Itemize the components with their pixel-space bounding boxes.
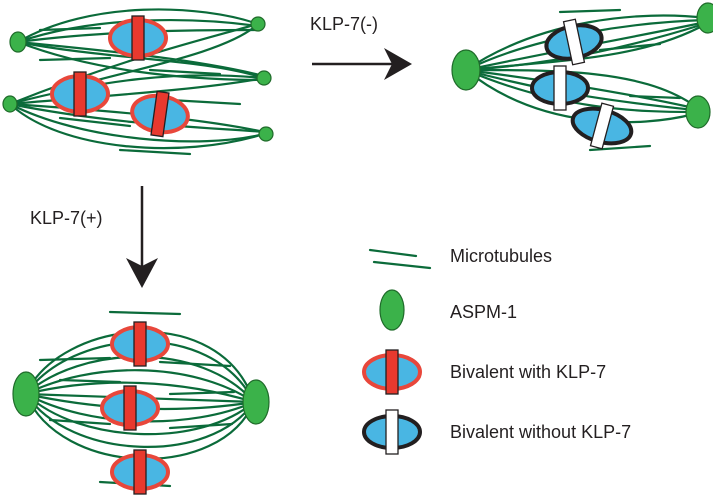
initial-spindle <box>2 8 274 156</box>
arrow-minus-label: KLP-7(-) <box>310 14 378 34</box>
aspm1-pole <box>12 371 40 417</box>
bivalent-without-klp7 <box>544 18 604 66</box>
aspm1-pole <box>685 95 711 129</box>
bivalent-with-klp7 <box>108 15 168 61</box>
legend-bivalent-with-label: Bivalent with KLP-7 <box>450 362 606 382</box>
bivalent-with-klp7 <box>110 321 170 367</box>
legend-aspm1-icon <box>379 289 405 331</box>
legend-aspm1-label: ASPM-1 <box>450 302 517 322</box>
aspm1-pole <box>9 31 27 53</box>
aspm1-pole <box>250 16 266 32</box>
aspm1-pole <box>696 2 713 34</box>
aspm1-pole <box>242 379 270 425</box>
klp7-plus-spindle <box>12 310 270 495</box>
bivalent-with-klp7 <box>130 90 190 138</box>
bivalent-without-klp7 <box>570 102 634 150</box>
arrow-down <box>126 186 158 288</box>
aspm1-pole <box>258 126 274 142</box>
bivalent-with-klp7 <box>110 449 170 495</box>
bivalent-with-klp7 <box>50 71 110 117</box>
legend-bivalent-without-label: Bivalent without KLP-7 <box>450 422 631 442</box>
arrow-plus-label: KLP-7(+) <box>30 208 103 228</box>
legend-bivalent-with-icon <box>362 349 422 395</box>
initial-microtubules <box>8 8 266 156</box>
legend-bivalent-without-icon <box>362 409 422 455</box>
arrow-right <box>312 48 412 80</box>
bivalent-without-klp7 <box>530 65 590 111</box>
legend: Microtubules ASPM-1 Bivalent with KLP-7 … <box>362 246 631 455</box>
legend-microtubules-icon <box>368 248 432 270</box>
aspm1-pole <box>451 49 481 91</box>
klp7-minus-spindle <box>451 2 713 152</box>
aspm1-pole <box>256 70 272 86</box>
bivalent-with-klp7 <box>100 385 160 431</box>
legend-microtubules-label: Microtubules <box>450 246 552 266</box>
aspm1-pole <box>2 95 18 113</box>
